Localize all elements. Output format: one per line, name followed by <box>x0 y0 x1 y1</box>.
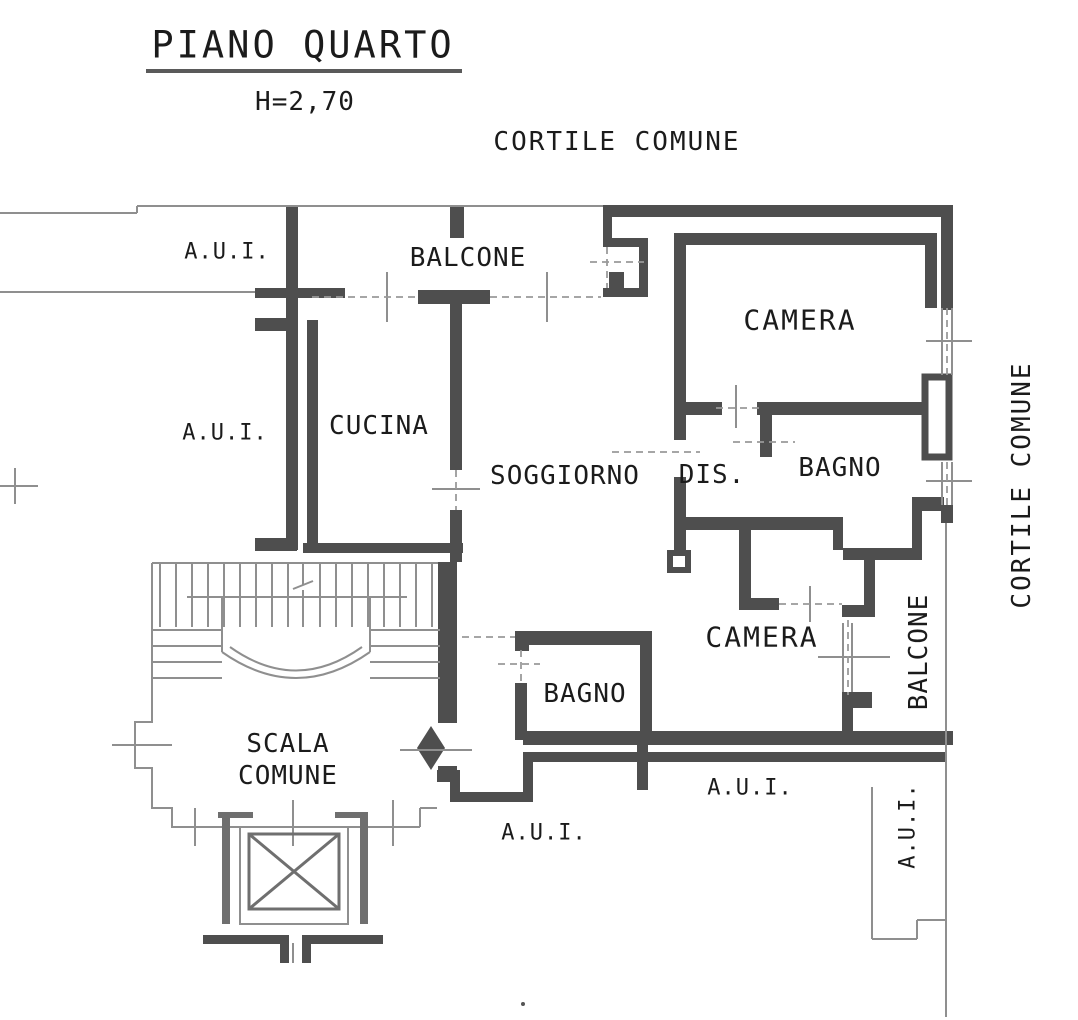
label-soggiorno: SOGGIORNO <box>490 461 640 491</box>
label-aui-top-left: A.U.I. <box>184 239 270 265</box>
label-dis: DIS. <box>678 460 746 490</box>
label-camera-bottom: CAMERA <box>705 620 819 654</box>
label-aui-left: A.U.I. <box>182 420 268 446</box>
walls-layer <box>203 205 953 963</box>
page-title: PIANO QUARTO <box>151 23 455 67</box>
label-balcone-top: BALCONE <box>409 243 527 273</box>
thin-lines-layer <box>0 205 947 1017</box>
label-cucina: CUCINA <box>329 411 429 441</box>
label-scala-comune-line1: SCALA <box>246 729 330 759</box>
pillars-layer <box>667 373 953 573</box>
label-scala-comune-line2: COMUNE <box>238 761 338 791</box>
entrance-door-icon <box>400 726 472 770</box>
label-aui-right-vertical: A.U.I. <box>895 783 921 869</box>
label-aui-bottom-center: A.U.I. <box>501 820 587 846</box>
dashed-openings-layer <box>312 247 948 695</box>
label-aui-bottom-right: A.U.I. <box>707 775 793 801</box>
label-balcone-right: BALCONE <box>904 593 934 711</box>
elevator <box>218 812 368 925</box>
label-cortile-comune-right: CORTILE COMUNE <box>1007 361 1037 609</box>
title-underline <box>146 69 462 73</box>
label-camera-top: CAMERA <box>743 303 857 337</box>
label-bagno-bottom: BAGNO <box>543 679 627 709</box>
label-cortile-comune-top: CORTILE COMUNE <box>493 127 741 157</box>
stairs-layer <box>152 562 440 679</box>
ceiling-height-note: H=2,70 <box>255 87 355 117</box>
stray-mark <box>521 1002 525 1006</box>
label-bagno-top: BAGNO <box>798 453 882 483</box>
